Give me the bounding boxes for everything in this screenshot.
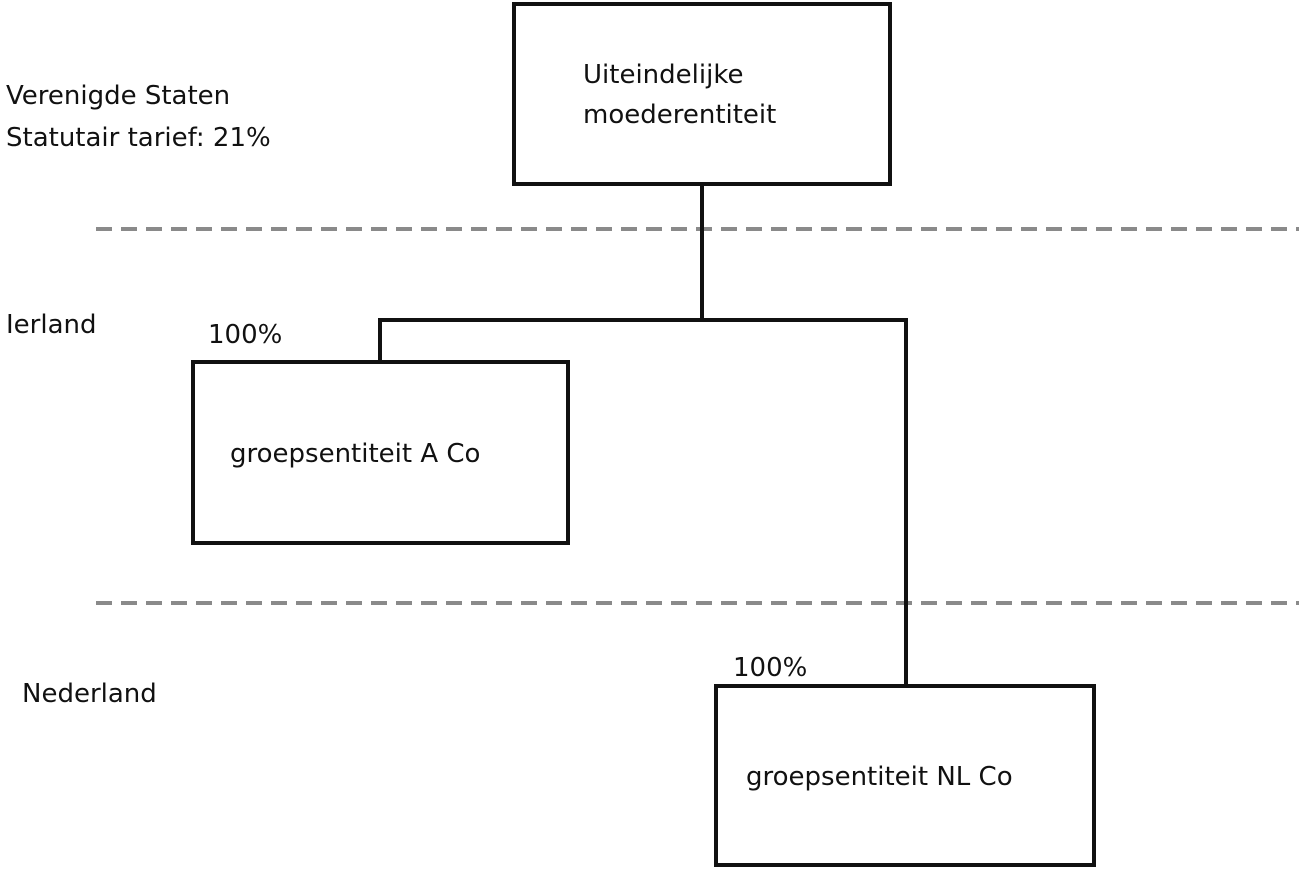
- parent-entity-name-line-1: Uiteindelijke: [583, 60, 744, 90]
- jurisdiction-label-ireland: Ierland: [6, 310, 97, 340]
- ownership-percent-a-co: 100%: [208, 320, 283, 350]
- ownership-percent-nl-co: 100%: [733, 653, 808, 683]
- statutory-rate-label: Statutair tarief: 21%: [6, 123, 271, 153]
- nl-co-entity-name: groepsentiteit NL Co: [746, 762, 1013, 792]
- jurisdiction-label-netherlands: Nederland: [22, 679, 157, 709]
- parent-entity-name-line-2: moederentiteit: [583, 100, 777, 130]
- jurisdiction-label-us: Verenigde Staten: [6, 81, 231, 111]
- parent-entity-name: Uiteindelijke moederentiteit: [583, 55, 776, 135]
- a-co-entity-name: groepsentiteit A Co: [230, 439, 481, 469]
